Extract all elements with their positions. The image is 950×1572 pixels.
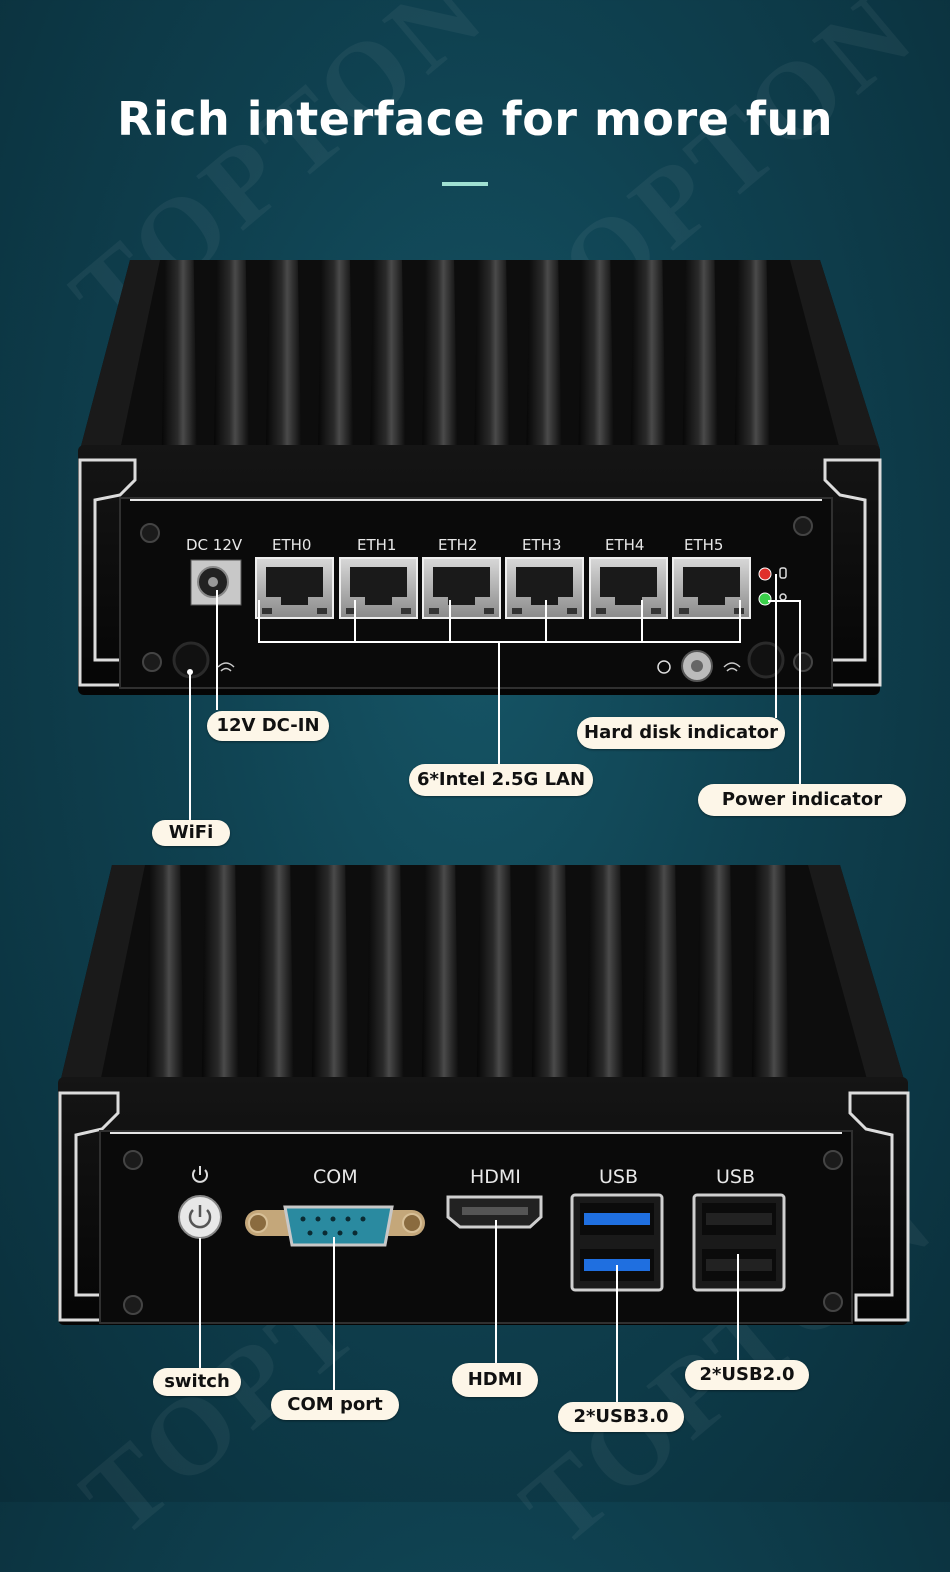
eth0-label: ETH0 [272, 536, 312, 554]
hdd-indicator-callout: Hard disk indicator [577, 717, 785, 749]
power-indicator-callout: Power indicator [698, 784, 906, 816]
usb2-callout-line [737, 1254, 739, 1362]
heatsink-fin [476, 865, 515, 1130]
eth1-label: ETH1 [357, 536, 397, 554]
wifi-callout-dot [187, 669, 193, 675]
ethernet-led [317, 608, 327, 614]
lan-callout-line [498, 642, 500, 764]
eth3-label: ETH3 [522, 536, 562, 554]
heatsink-fin [201, 865, 240, 1130]
heatsink-fin [586, 865, 625, 1130]
heatsink-fin [577, 260, 615, 495]
usb3-callout-line [616, 1265, 618, 1403]
switch-callout-line [199, 1238, 201, 1370]
heatsink-fin [525, 260, 563, 495]
heatsink-fin [213, 260, 250, 495]
switch-callout: switch [153, 1368, 241, 1396]
heatsink-fin [317, 260, 354, 495]
hdd-callout-line [775, 574, 777, 718]
ethernet-led [596, 608, 606, 614]
power-callout-line [799, 600, 801, 784]
ethernet-port-socket [266, 567, 323, 605]
ethernet-port-socket [433, 567, 490, 605]
ethernet-led [651, 608, 661, 614]
page-title: Rich interface for more fun [117, 92, 833, 146]
eth2-label: ETH2 [438, 536, 478, 554]
dc-in-callout: 12V DC-IN [207, 711, 329, 741]
title-underline [442, 182, 488, 186]
usb3-callout: 2*USB3.0 [558, 1402, 684, 1432]
usb-left-label: USB [599, 1166, 639, 1188]
eth5-label: ETH5 [684, 536, 724, 554]
ethernet-led [484, 608, 494, 614]
lan-callout: 6*Intel 2.5G LAN [409, 764, 593, 796]
bottom-device-image [58, 865, 910, 1325]
heatsink-fin [161, 260, 198, 495]
dc-port-label: DC 12V [186, 536, 243, 554]
heatsink-fin [256, 865, 295, 1130]
heatsink-fin [733, 260, 771, 495]
com-port-callout: COM port [271, 1390, 399, 1420]
eth4-label: ETH4 [605, 536, 645, 554]
ethernet-port-socket [600, 567, 657, 605]
ethernet-led [429, 608, 439, 614]
ethernet-led [679, 608, 689, 614]
power-callout-line-h [768, 600, 801, 602]
heatsink-fin [641, 865, 680, 1130]
heatsink-fin [751, 865, 790, 1130]
wifi-callout: WiFi [152, 820, 230, 846]
hdmi-callout: HDMI [452, 1363, 538, 1397]
hdmi-callout-line [495, 1220, 497, 1364]
wifi-callout-line [189, 672, 191, 820]
hdmi-port-label: HDMI [470, 1166, 521, 1188]
ethernet-led [346, 608, 356, 614]
com-port-label: COM [313, 1166, 358, 1188]
usb-right-label: USB [716, 1166, 756, 1188]
heatsink-fin [311, 865, 350, 1130]
ethernet-port-socket [350, 567, 407, 605]
heatsink-fin [531, 865, 570, 1130]
ethernet-led [567, 608, 577, 614]
com-callout-line [333, 1237, 335, 1392]
heatsink-fin [421, 260, 459, 495]
usb2-callout: 2*USB2.0 [685, 1360, 809, 1390]
top-device-image [78, 260, 882, 695]
heatsink-fin [366, 865, 405, 1130]
ethernet-led [262, 608, 272, 614]
heatsink-fin [696, 865, 735, 1130]
ethernet-port-socket [516, 567, 573, 605]
heatsink-fin [473, 260, 511, 495]
heatsink-fin [369, 260, 406, 495]
heatsink-fin [265, 260, 302, 495]
heatsink-fin [146, 865, 185, 1130]
heatsink-fin [421, 865, 460, 1130]
ethernet-led [512, 608, 522, 614]
dc-in-callout-line [216, 590, 218, 710]
heatsink-fin [629, 260, 667, 495]
ethernet-led [401, 608, 411, 614]
ethernet-port-socket [683, 567, 740, 605]
heatsink-fin [681, 260, 719, 495]
